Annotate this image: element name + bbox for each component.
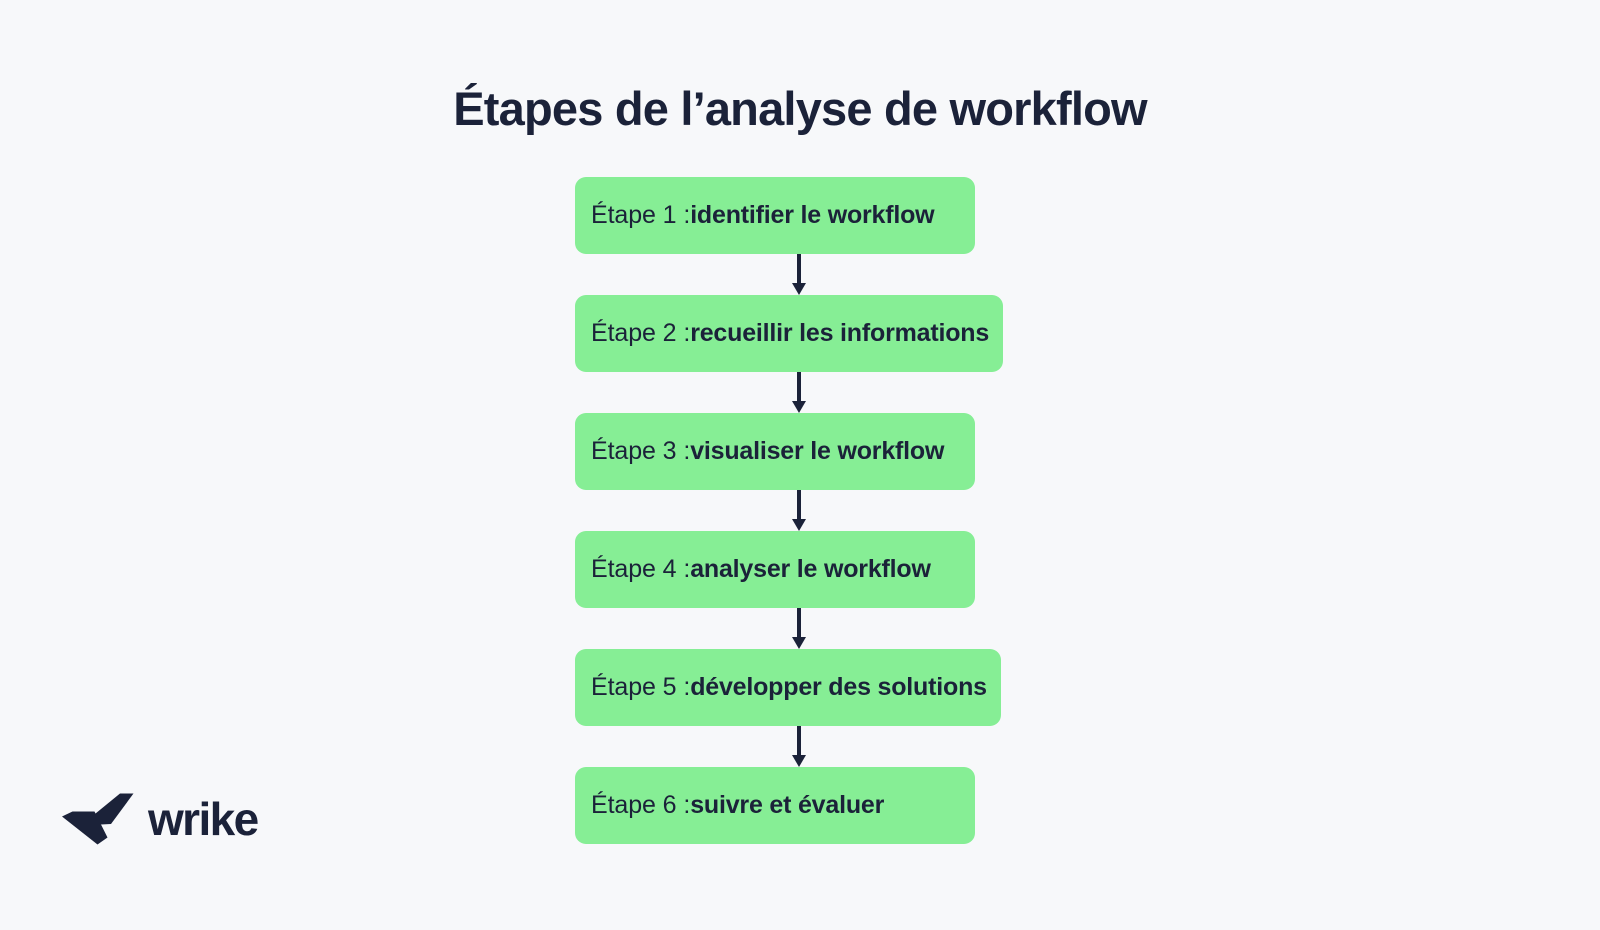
step-label-6: Étape 6 : — [591, 791, 691, 819]
arrow-shaft — [797, 490, 801, 521]
wrike-wordmark: wrike — [148, 793, 259, 845]
arrow-shaft — [797, 608, 801, 639]
step-label-4: Étape 4 : — [591, 555, 691, 583]
step-title-6: suivre et évaluer — [690, 791, 885, 819]
arrow-down-icon — [791, 490, 807, 531]
step-title-5: développer des solutions — [690, 673, 987, 701]
wrike-logo: wrike — [62, 793, 259, 845]
connector-4-5 — [575, 608, 1003, 649]
page-title: Étapes de l’analyse de workflow — [453, 82, 1147, 136]
connector-5-6 — [575, 726, 1003, 767]
arrow-head — [792, 401, 806, 413]
step-title-4: analyser le workflow — [690, 555, 931, 583]
workflow-steps-flow: Étape 1 : identifier le workflow Étape 2… — [575, 177, 1004, 844]
arrow-shaft — [797, 372, 801, 403]
step-box-5[interactable]: Étape 5 : développer des solutions — [575, 649, 1001, 726]
step-box-4[interactable]: Étape 4 : analyser le workflow — [575, 531, 975, 608]
arrow-head — [792, 637, 806, 649]
arrow-head — [792, 283, 806, 295]
step-title-2: recueillir les informations — [690, 319, 990, 347]
step-label-3: Étape 3 : — [591, 437, 691, 465]
step-title-3: visualiser le workflow — [690, 437, 945, 465]
step-box-2[interactable]: Étape 2 : recueillir les informations — [575, 295, 1004, 372]
step-box-6[interactable]: Étape 6 : suivre et évaluer — [575, 767, 975, 844]
step-label-5: Étape 5 : — [591, 673, 691, 701]
arrow-shaft — [797, 254, 801, 285]
step-label-1: Étape 1 : — [591, 201, 691, 229]
arrow-down-icon — [791, 372, 807, 413]
wrike-checkmark-icon — [62, 793, 134, 845]
connector-1-2 — [575, 254, 1003, 295]
step-title-1: identifier le workflow — [690, 201, 935, 229]
connector-2-3 — [575, 372, 1003, 413]
step-label-2: Étape 2 : — [591, 319, 691, 347]
arrow-down-icon — [791, 254, 807, 295]
arrow-head — [792, 519, 806, 531]
arrow-head — [792, 755, 806, 767]
arrow-down-icon — [791, 608, 807, 649]
arrow-shaft — [797, 726, 801, 757]
step-box-1[interactable]: Étape 1 : identifier le workflow — [575, 177, 975, 254]
step-box-3[interactable]: Étape 3 : visualiser le workflow — [575, 413, 975, 490]
arrow-down-icon — [791, 726, 807, 767]
connector-3-4 — [575, 490, 1003, 531]
